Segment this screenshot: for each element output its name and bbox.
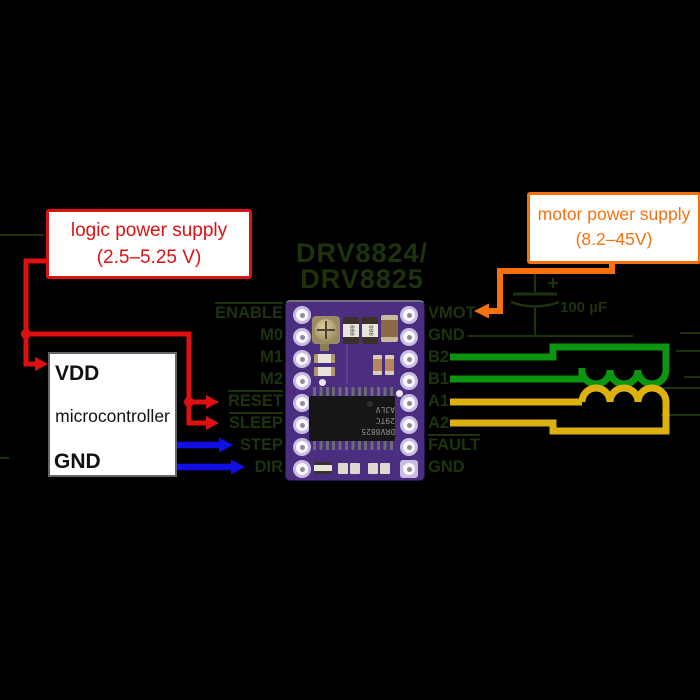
pin-label-enable: ENABLE [215, 302, 283, 322]
motor-power-supply-box: motor power supply (8.2–45V) [527, 192, 700, 264]
logic-power-supply-box: logic power supply (2.5–5.25 V) [46, 209, 252, 279]
pad-reset [293, 394, 311, 412]
trimpot-slot [317, 329, 335, 331]
pad-dir [293, 460, 311, 478]
pad-a1 [400, 394, 418, 412]
pin-label-b2: B2 [428, 348, 450, 366]
capacitor-symbol [510, 271, 560, 336]
chip-marking: DRV8825 29TC AJLV [361, 405, 395, 436]
trimpot-dial [315, 319, 337, 341]
pin-label-m1: M1 [260, 348, 283, 366]
pin-label-a1: A1 [428, 392, 450, 410]
drv8825-chip: DRV8825 29TC AJLV [309, 396, 395, 441]
via [319, 379, 326, 386]
smd-resistor: 000 [343, 317, 359, 344]
pin-label-fault: FAULT [428, 434, 480, 454]
via [396, 390, 403, 397]
pin-label-sleep: SLEEP [228, 412, 283, 432]
smd-marking: 000 [347, 325, 355, 336]
pin-label-m0: M0 [260, 326, 283, 344]
diagram-title-line1: DRV8824/ [295, 238, 429, 268]
smd-capacitor [381, 315, 398, 342]
mcu-gnd-pin: GND [54, 450, 101, 473]
pad-sleep [293, 416, 311, 434]
vdd-arrowhead [35, 357, 48, 371]
microcontroller-box: VDD microcontroller GND [48, 352, 177, 477]
dir-arrowhead [231, 459, 245, 475]
red-junction-dot [21, 329, 31, 339]
logic-supply-label: logic power supply [70, 220, 228, 241]
reset-arrowhead [206, 395, 219, 409]
motor-power-wire [489, 259, 615, 314]
red-junction-dot [184, 397, 194, 407]
pad-vmot [400, 306, 418, 324]
smd-component [314, 354, 335, 363]
diagram-title: DRV8824/ DRV8825 [285, 238, 439, 294]
pin-label-b1: B1 [428, 370, 450, 388]
pin-label-gnd-logic: GND [428, 458, 465, 476]
pad-b2 [400, 350, 418, 368]
pin-label-dir: DIR [254, 458, 283, 476]
driver-board: 000 000 DRV8825 29TC AJLV [285, 300, 425, 481]
pin-label-reset: RESET [227, 390, 283, 410]
smd-component [380, 463, 390, 474]
trimpot-leg [320, 344, 329, 351]
pad-m0 [293, 328, 311, 346]
chip-pin1-dot [367, 401, 373, 407]
sleep-arrowhead [206, 416, 219, 430]
pad-gnd-motor [400, 328, 418, 346]
pin-label-vmot: VMOT [428, 304, 476, 322]
smd-component [314, 462, 332, 474]
coil-b-wire [450, 343, 670, 388]
step-arrowhead [219, 437, 233, 453]
smd-component [385, 355, 394, 375]
pad-gnd-logic [400, 460, 418, 478]
motor-supply-range: (8.2–45V) [575, 229, 653, 250]
pin-label-gnd-motor: GND [428, 326, 465, 344]
pad-m2 [293, 372, 311, 390]
ic-pins-top [313, 387, 393, 396]
smd-component [350, 463, 360, 474]
pad-step [293, 438, 311, 456]
pad-a2 [400, 416, 418, 434]
pad-b1 [400, 372, 418, 390]
smd-component [338, 463, 348, 474]
vmot-arrowhead [474, 303, 489, 319]
smd-resistor: 000 [362, 317, 378, 344]
smd-component [373, 355, 382, 375]
motor-supply-label: motor power supply [537, 204, 691, 224]
diagram-title-line2: DRV8825 [300, 264, 424, 294]
mcu-vdd-pin: VDD [55, 362, 100, 385]
pin-label-a2: A2 [428, 414, 450, 432]
ic-pins-bottom [313, 441, 393, 450]
mcu-name: microcontroller [55, 406, 170, 426]
smd-marking: 000 [366, 325, 374, 336]
pcb-trace [346, 322, 348, 384]
step-dir-wires [177, 441, 233, 471]
pin-label-m2: M2 [260, 370, 283, 388]
trimpot [312, 316, 340, 351]
capacitor-value: 100 µF [560, 299, 607, 316]
pin-label-step: STEP [239, 436, 283, 454]
smd-component [314, 367, 335, 376]
pad-fault [400, 438, 418, 456]
coil-a-wire [450, 384, 670, 435]
smd-component [368, 463, 378, 474]
logic-supply-range: (2.5–5.25 V) [96, 246, 202, 268]
pad-enable [293, 306, 311, 324]
pad-m1 [293, 350, 311, 368]
